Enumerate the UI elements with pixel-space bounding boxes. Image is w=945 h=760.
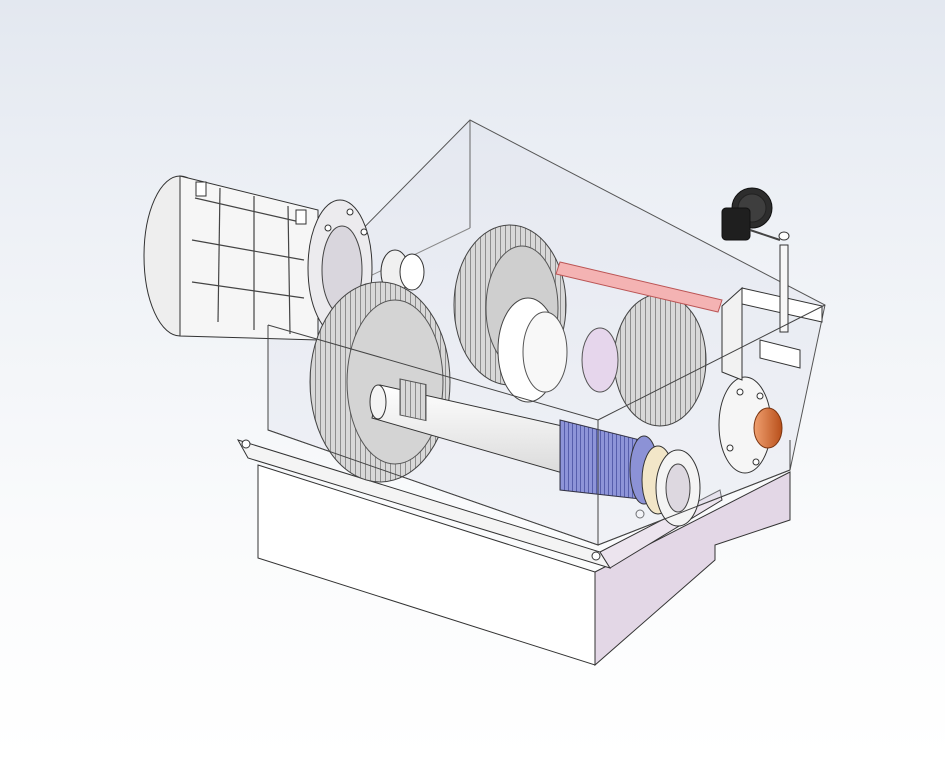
side-flange[interactable] (718, 376, 772, 474)
sensor-body-icon (721, 207, 751, 241)
sensor-bracket[interactable] (721, 231, 823, 381)
bolt-icon (360, 228, 368, 236)
bolt-icon (736, 388, 744, 396)
bolt-icon (756, 392, 764, 400)
bolt-icon (726, 444, 734, 452)
cover-front-edges (267, 304, 826, 546)
bolt-icon (346, 208, 354, 216)
bolt-icon (752, 458, 760, 466)
bolt-icon (324, 224, 332, 232)
bolt-icon (591, 551, 601, 561)
output-gear[interactable] (581, 293, 707, 427)
bearing-ring[interactable] (497, 297, 568, 403)
copper-bushing[interactable] (753, 407, 783, 449)
clamp-icon (295, 209, 307, 225)
bolt-icon (635, 509, 645, 519)
output-shaft[interactable] (369, 378, 581, 479)
housing-base[interactable] (238, 442, 791, 667)
front-bearing[interactable] (641, 445, 701, 527)
clamp-icon (195, 181, 207, 197)
rotary-encoder[interactable] (721, 187, 781, 241)
lubrication-tube[interactable] (555, 261, 723, 313)
motor-cooling-grid (191, 187, 305, 335)
bolt-icon (241, 439, 251, 449)
